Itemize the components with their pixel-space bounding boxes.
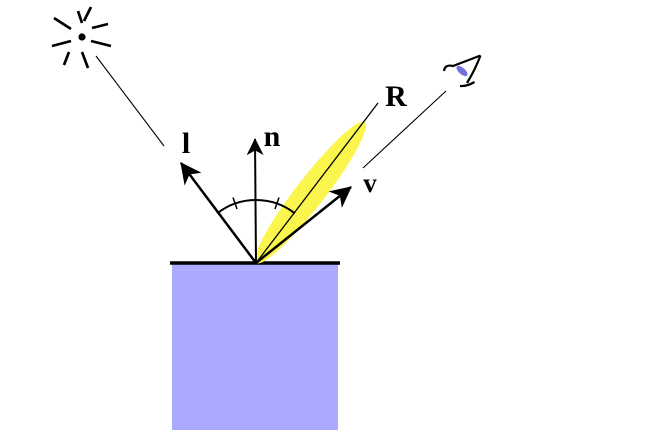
- eye-upper-lid: [442, 54, 481, 72]
- normal-vector-label: n: [264, 120, 281, 153]
- light-vector-arrow: [180, 162, 257, 264]
- eye-pupil: [456, 65, 468, 77]
- view-vector-arrow: [255, 186, 352, 264]
- angle-tick-left: [232, 197, 238, 210]
- light-vector-label: l: [182, 127, 190, 160]
- starburst-light-source-icon: [51, 6, 112, 69]
- reflection-direction-line: [255, 102, 379, 264]
- angle-tick-right: [274, 197, 280, 210]
- light-ray-line: [95, 55, 165, 147]
- eye-lower-lid: [466, 55, 482, 84]
- view-vector-label: v: [363, 168, 377, 198]
- view-ray-line: [362, 90, 447, 169]
- light-source-center-dot: [78, 33, 86, 41]
- eye-icon: [442, 54, 482, 88]
- eye-foot-stroke: [459, 81, 476, 88]
- surface-rect: [172, 263, 338, 430]
- reflection-vector-label: R: [385, 80, 407, 113]
- normal-vector-arrow: [246, 138, 264, 264]
